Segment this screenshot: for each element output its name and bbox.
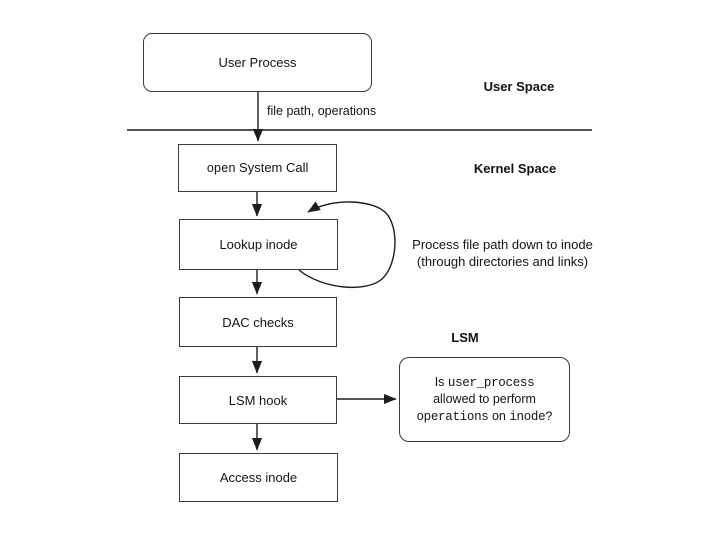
open-syscall-rest-text: System Call xyxy=(235,160,309,175)
lsm-decision-line1: Is user_process xyxy=(435,374,535,392)
node-lookup-inode: Lookup inode xyxy=(179,219,338,270)
lsm-decision-line3: operations on inode? xyxy=(416,408,552,426)
decision-inode-mono: inode? xyxy=(509,409,553,424)
node-access-inode: Access inode xyxy=(179,453,338,502)
lookup-self-loop-arrow xyxy=(298,201,396,289)
node-dac-checks: DAC checks xyxy=(179,297,337,347)
node-lsm-hook-label: LSM hook xyxy=(228,392,288,408)
node-access-inode-label: Access inode xyxy=(219,470,298,485)
lookup-loop-annotation-line2: (through directories and links) xyxy=(416,254,589,269)
node-open-system-call-label: open System Call xyxy=(207,160,309,176)
decision-allowed-text: allowed to perform xyxy=(433,392,536,407)
edge-label-file-path-operations: file path, operations xyxy=(267,104,377,118)
node-lookup-inode-label: Lookup inode xyxy=(219,237,298,252)
node-user-process: User Process xyxy=(143,33,372,92)
node-lsm-hook: LSM hook xyxy=(179,376,337,424)
region-label-kernel-space: Kernel Space xyxy=(473,161,557,176)
node-open-system-call: open System Call xyxy=(178,144,337,192)
decision-operations-mono: operations xyxy=(416,409,489,424)
node-user-process-label: User Process xyxy=(218,55,297,70)
open-syscall-mono-text: open xyxy=(206,162,236,176)
lsm-decision-line2: allowed to perform xyxy=(433,391,536,408)
lookup-loop-annotation-line1: Process file path down to inode xyxy=(412,237,593,252)
decision-on-text: on xyxy=(488,408,510,423)
region-label-user-space: User Space xyxy=(483,79,555,94)
region-label-lsm: LSM xyxy=(451,330,479,345)
decision-is-text: Is xyxy=(434,374,448,389)
node-dac-checks-label: DAC checks xyxy=(222,314,294,330)
decision-user-process-mono: user_process xyxy=(447,375,535,390)
lookup-loop-annotation: Process file path down to inode (through… xyxy=(400,236,605,270)
node-lsm-decision: Is user_process allowed to perform opera… xyxy=(399,357,570,442)
